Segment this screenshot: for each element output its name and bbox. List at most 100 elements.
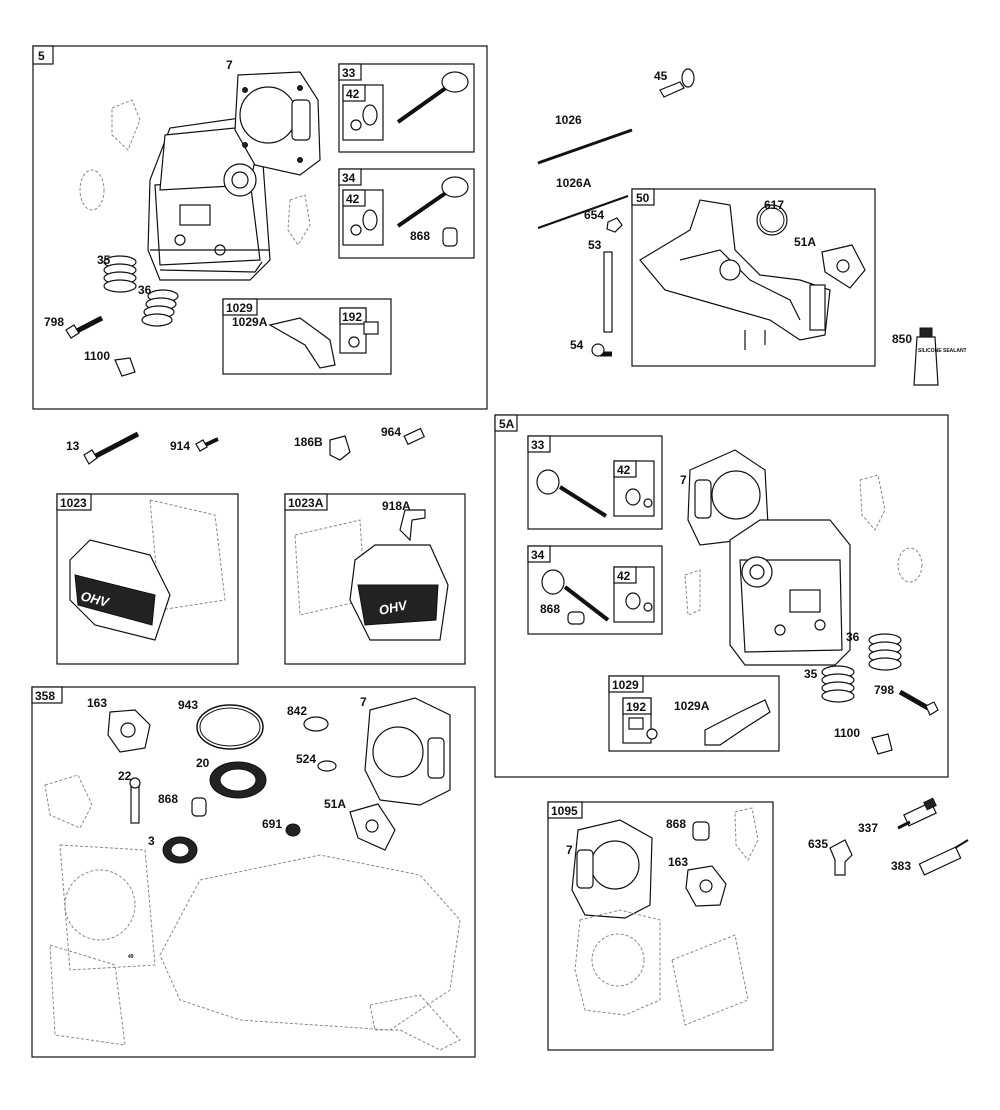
group-5A[interactable]: 5A 33 42 34 42 868	[494, 414, 949, 778]
label-36: 36	[138, 283, 152, 297]
label-7: 7	[680, 473, 687, 487]
group-1029[interactable]: 1029 192 1029A	[222, 298, 392, 375]
group-33[interactable]: 33 42	[527, 435, 663, 530]
ghost-gasket	[734, 807, 759, 861]
group-1095-title: 1095	[551, 804, 578, 818]
label-691: 691	[262, 817, 282, 831]
label-850: 850	[892, 332, 912, 346]
oil-seal-part	[209, 761, 267, 799]
fitting-part	[329, 435, 351, 461]
oil-seal-part	[162, 836, 198, 864]
ghost-gasket	[897, 547, 923, 583]
exhaust-valve-part	[541, 569, 565, 595]
sub-42-title: 42	[346, 192, 360, 206]
stud-part	[129, 777, 141, 824]
group-34-title: 34	[531, 548, 545, 562]
ghost-gasket	[671, 934, 749, 1026]
ghost-gasket	[49, 944, 126, 1046]
label-868: 868	[158, 792, 178, 806]
ghost-gasket	[44, 774, 93, 829]
ghost-gasket	[111, 99, 141, 151]
label-868: 868	[410, 229, 430, 243]
group-50[interactable]: 50 617 51A	[631, 188, 876, 367]
ghost-gasket	[64, 869, 136, 941]
intake-valve-part	[536, 469, 560, 495]
label-7: 7	[360, 695, 367, 709]
label-798: 798	[874, 683, 894, 697]
spark-plug-boot-part	[829, 839, 853, 876]
group-33-title: 33	[531, 438, 545, 452]
ghost-gasket	[149, 499, 226, 611]
sub-42-title: 42	[346, 87, 360, 101]
label-868: 868	[540, 602, 560, 616]
ghost-gasket	[859, 474, 886, 531]
label-13: 13	[66, 439, 80, 453]
sub-192-title: 192	[342, 310, 362, 324]
label-51A: 51A	[794, 235, 816, 249]
label-36: 36	[846, 630, 860, 644]
label-617: 617	[764, 198, 784, 212]
seal-part	[442, 227, 458, 247]
ghost-gasket	[574, 909, 661, 1016]
label-1029A: 1029A	[232, 315, 268, 329]
o-ring-part	[303, 716, 329, 732]
cylinder-head-part	[147, 117, 271, 281]
bolt-part	[195, 437, 219, 452]
label-635: 635	[808, 837, 828, 851]
o-ring-part	[317, 760, 337, 772]
group-1023A[interactable]: 1023A 918A OHV	[284, 493, 466, 665]
label-868: 868	[666, 817, 686, 831]
bolt-part	[65, 315, 104, 339]
valve-spring-part	[868, 633, 902, 671]
label-798: 798	[44, 315, 64, 329]
sub-42-title: 42	[617, 569, 631, 583]
clip-part	[871, 733, 893, 755]
label-45: 45	[654, 69, 668, 83]
group-34[interactable]: 34 42 868	[527, 545, 663, 635]
ghost-gasket	[79, 169, 105, 211]
intake-valve-part	[441, 71, 469, 93]
screw-part	[591, 343, 612, 357]
ghost-gasket	[59, 844, 156, 971]
group-1029-title: 1029	[226, 301, 253, 315]
label-7: 7	[226, 58, 233, 72]
sealant-label: SILICONE SEALANT	[918, 348, 967, 354]
group-1029[interactable]: 1029 192 1029A	[608, 675, 780, 752]
head-gasket-part	[571, 819, 653, 919]
seal-part	[191, 797, 207, 817]
label-54: 54	[570, 338, 584, 352]
pushrod-part	[537, 128, 633, 165]
breather-tube-part	[399, 509, 426, 542]
bolt-part	[898, 689, 939, 716]
group-1023-title: 1023	[60, 496, 87, 510]
o-ring-part	[196, 704, 264, 750]
head-gasket-part	[687, 449, 769, 546]
label-163: 163	[87, 696, 107, 710]
valve-part	[659, 81, 685, 98]
valve-spring-part	[821, 665, 855, 703]
label-524: 524	[296, 752, 316, 766]
valve-cover-part: OHV	[69, 539, 171, 641]
label-3: 3	[148, 834, 155, 848]
group-358-title: 358	[35, 689, 55, 703]
group-5[interactable]: 5 7	[32, 45, 488, 410]
ohv-logo: OHV	[79, 588, 111, 610]
o-ring-part	[756, 204, 788, 236]
label-35: 35	[804, 667, 818, 681]
group-1023[interactable]: 1023 OHV	[56, 493, 239, 665]
sub-192-title: 192	[626, 700, 646, 714]
label-51A: 51A	[324, 797, 346, 811]
rocker-arm-part	[704, 699, 771, 746]
label-1100: 1100	[834, 726, 860, 740]
label-163: 163	[668, 855, 688, 869]
valve-cover-part: OHV	[349, 544, 449, 641]
label-383: 383	[891, 859, 911, 873]
ohv-logo: OHV	[378, 597, 410, 618]
head-gasket-part	[364, 697, 451, 806]
label-1026A: 1026A	[556, 176, 592, 190]
group-358[interactable]: 358 163 943 842 524 7 22 20 868 51A	[31, 686, 476, 1058]
group-1095[interactable]: 1095 7 868 163	[547, 801, 774, 1051]
group-34[interactable]: 34 42 868	[338, 168, 475, 259]
group-33[interactable]: 33 42	[338, 63, 475, 153]
